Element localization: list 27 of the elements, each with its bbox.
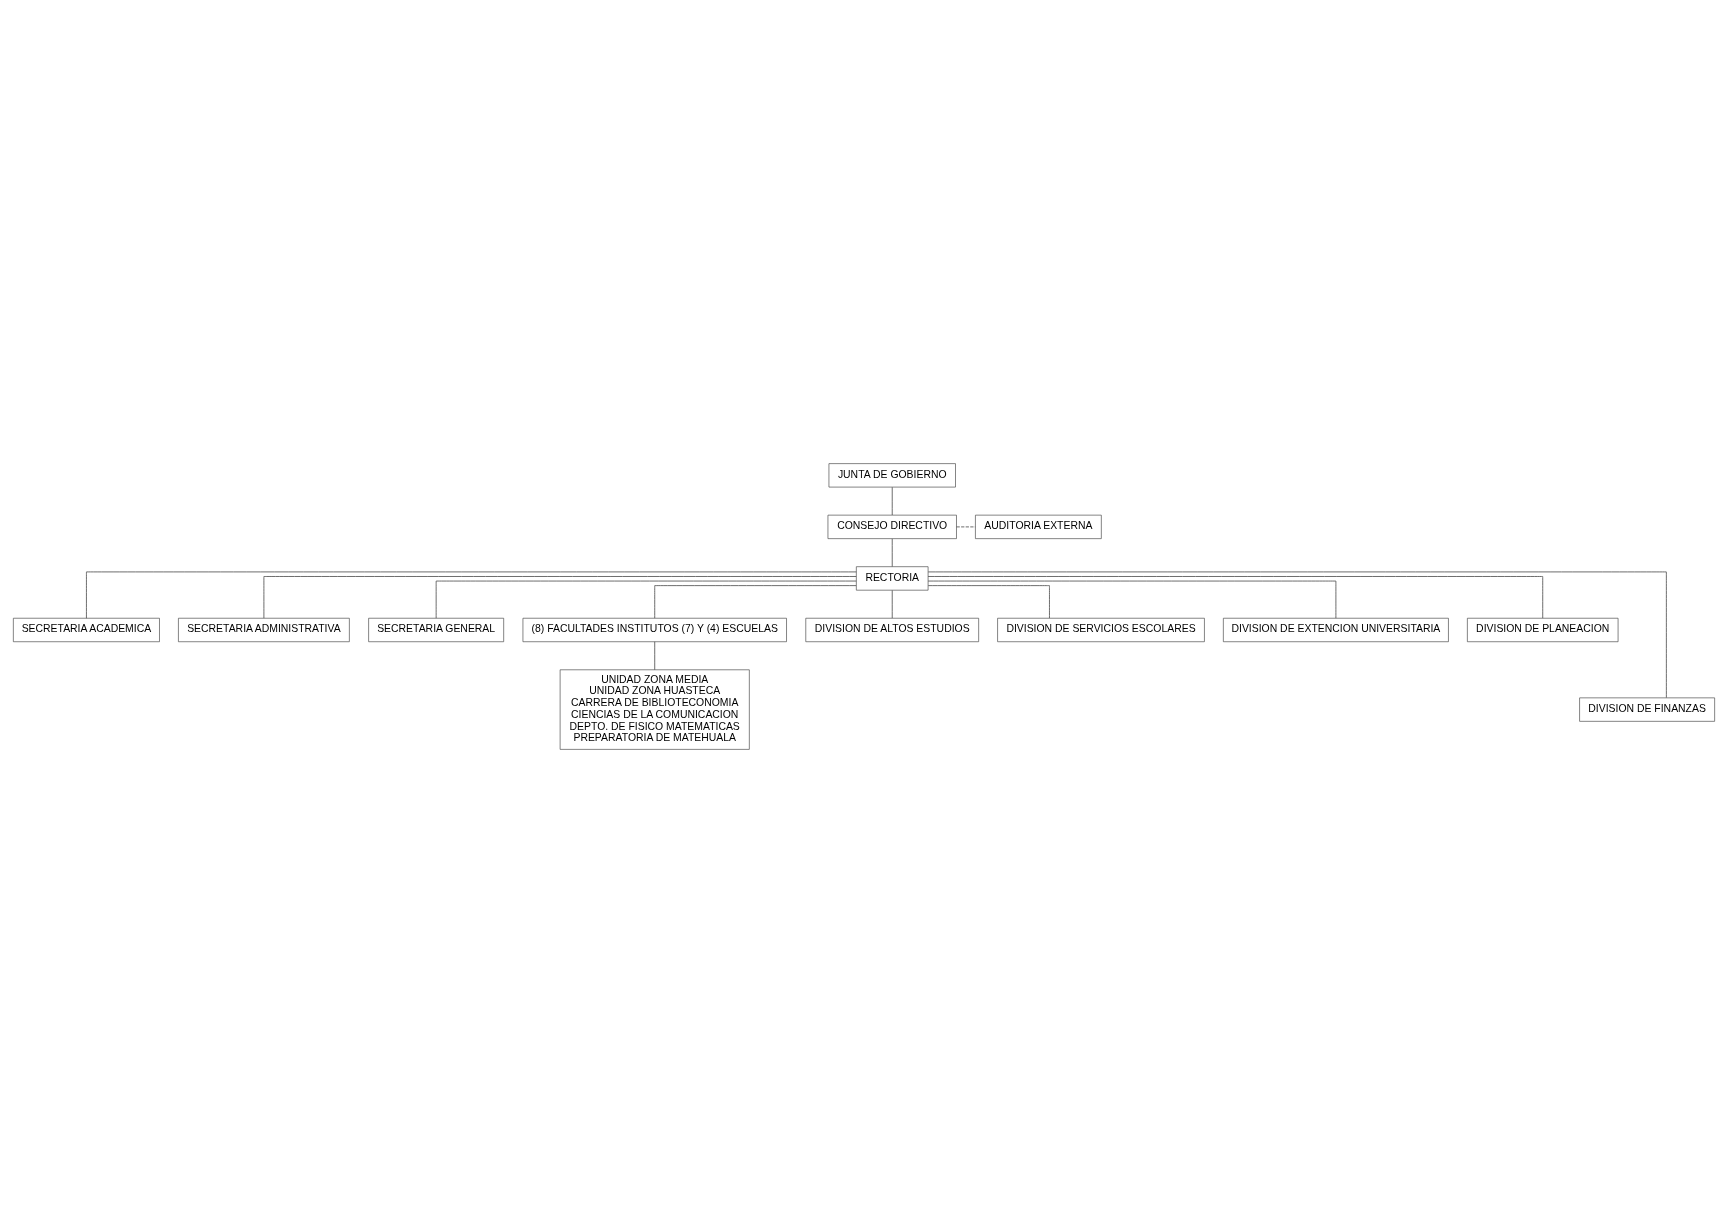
node-box: RECTORIA bbox=[856, 565, 929, 590]
node-box: DIVISION DE SERVICIOS ESCOLARES bbox=[997, 617, 1205, 642]
connector bbox=[927, 575, 1544, 618]
connector bbox=[891, 537, 893, 567]
node-box: JUNTA DE GOBIERNO bbox=[828, 462, 956, 487]
node-box: DIVISION DE ALTOS ESTUDIOS bbox=[805, 617, 979, 642]
node-box: CONSEJO DIRECTIVO bbox=[827, 514, 957, 539]
connector bbox=[927, 580, 1337, 619]
connector bbox=[654, 640, 656, 670]
node-box: DIVISION DE EXTENCION UNIVERSITARIA bbox=[1223, 617, 1449, 642]
node-box: DIVISION DE PLANEACION bbox=[1467, 617, 1619, 642]
connector bbox=[86, 571, 857, 619]
node-box: SECRETARIA ADMINISTRATIVA bbox=[178, 617, 350, 642]
connector bbox=[927, 584, 1050, 618]
node-box: SECRETARIA GENERAL bbox=[368, 617, 504, 642]
connector bbox=[891, 486, 893, 515]
node-box: DIVISION DE FINANZAS bbox=[1579, 697, 1715, 722]
node-box: AUDITORIA EXTERNA bbox=[975, 514, 1102, 539]
connector bbox=[263, 575, 857, 618]
connector bbox=[654, 584, 857, 618]
node-box: (8) FACULTADES INSTITUTOS (7) Y (4) ESCUELAS bbox=[522, 617, 787, 642]
connector bbox=[891, 589, 893, 618]
connector bbox=[435, 580, 857, 619]
node-box: UNIDAD ZONA MEDIA UNIDAD ZONA HUASTECA CARRERA DE BIBLIOTECONOMIA CIENCIAS DE LA COMUNICACION DEPTO. DE FISICO MATEMATICAS PREPARATORIA DE MATEHUALA bbox=[559, 668, 750, 750]
node-box: SECRETARIA ACADEMICA bbox=[13, 617, 160, 642]
connector bbox=[927, 571, 1667, 698]
connector bbox=[956, 526, 976, 527]
